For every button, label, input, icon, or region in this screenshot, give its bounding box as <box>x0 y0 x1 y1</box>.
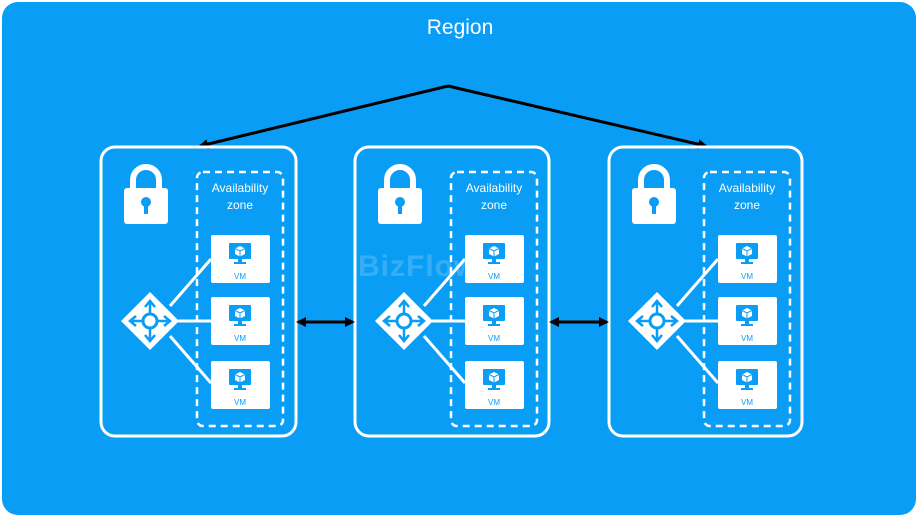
zone-1 <box>99 145 298 438</box>
connector-lb-vm-3 <box>422 335 467 384</box>
zone-1-box <box>99 145 298 438</box>
vm-monitor-icon <box>483 305 505 326</box>
zone-3-box <box>607 145 804 438</box>
zone-3-label: Availability zone <box>703 180 791 214</box>
load-balancer-icon <box>375 292 433 350</box>
vm-monitor-icon <box>736 305 758 326</box>
zone-2-box <box>353 145 551 438</box>
arrow-region-to-zone-3 <box>447 84 708 150</box>
arrow-region-to-zone-1 <box>198 84 449 149</box>
vm-monitor-icon <box>483 369 505 390</box>
vm-monitor-icon <box>736 369 758 390</box>
vm-label: VM <box>234 334 246 343</box>
vm-monitor-icon <box>229 243 251 264</box>
vm-label: VM <box>488 334 500 343</box>
vm-label: VM <box>234 272 246 281</box>
zone-2 <box>353 145 551 438</box>
vm-label: VM <box>741 398 753 407</box>
zone-2-dashed-box <box>449 170 539 428</box>
connector-lb-vm-1 <box>168 258 213 307</box>
vm-label: VM <box>741 334 753 343</box>
connector-lb-vm-3 <box>168 335 213 384</box>
vm-monitor-icon <box>229 305 251 326</box>
vm-box <box>465 297 524 345</box>
vm-box <box>211 235 270 283</box>
zone-label-line1: Availability <box>718 181 776 195</box>
load-balancer-icon <box>121 292 179 350</box>
lock-icon <box>378 164 422 224</box>
zone-label-line2: zone <box>480 198 508 212</box>
vm-box <box>211 361 270 409</box>
vm-monitor-icon <box>229 369 251 390</box>
vm-box <box>718 235 777 283</box>
lock-icon <box>124 164 168 224</box>
zone-2-label: Availability zone <box>450 180 538 214</box>
zone-3-dashed-box <box>702 170 792 428</box>
connector-lb-vm-1 <box>422 258 467 307</box>
zone-3 <box>607 145 804 438</box>
connector-lb-vm-3 <box>675 335 720 384</box>
zone-label-line1: Availability <box>465 181 523 195</box>
watermark: BizFlow <box>358 250 479 283</box>
zone-1-label: Availability zone <box>196 180 284 214</box>
vm-label: VM <box>234 398 246 407</box>
zone-1-dashed-box <box>195 170 285 428</box>
region-title: Region <box>426 16 494 39</box>
zone-label-line1: Availability <box>211 181 269 195</box>
vm-box <box>465 361 524 409</box>
vm-label: VM <box>741 272 753 281</box>
vm-monitor-icon <box>736 243 758 264</box>
vm-box <box>211 297 270 345</box>
vm-box <box>718 361 777 409</box>
connector-lb-vm-1 <box>675 258 720 307</box>
vm-label: VM <box>488 398 500 407</box>
zone-label-line2: zone <box>226 198 254 212</box>
zone-label-line2: zone <box>733 198 761 212</box>
load-balancer-icon <box>628 292 686 350</box>
vm-box <box>465 235 524 283</box>
vm-box <box>718 297 777 345</box>
vm-monitor-icon <box>483 243 505 264</box>
vm-label: VM <box>488 272 500 281</box>
lock-icon <box>632 164 676 224</box>
